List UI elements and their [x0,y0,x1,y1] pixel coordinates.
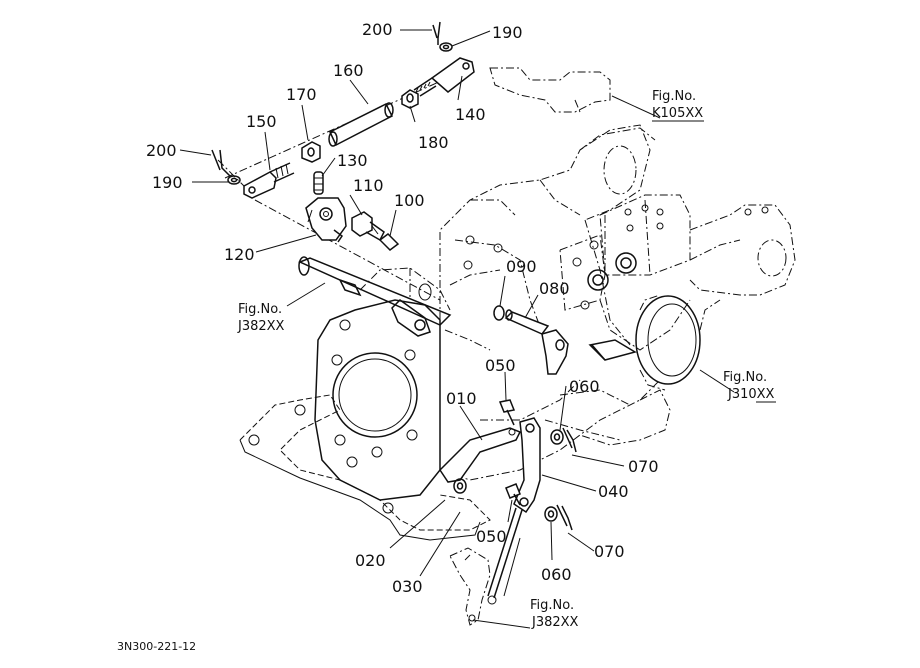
label-070-upper: 070 [628,457,659,476]
part-130-pin [313,171,324,195]
label-080: 080 [539,279,570,298]
label-060-lower: 060 [541,565,572,584]
fig-ref-k105: Fig.No. K105XX [652,89,704,122]
label-160: 160 [333,61,364,80]
part-080-shaft [504,309,569,375]
label-050-upper: 050 [485,356,516,375]
label-050-lower: 050 [476,527,507,546]
label-200-left: 200 [146,141,177,160]
lower-case [544,389,671,446]
part-030-rod [487,507,523,599]
label-170: 170 [286,85,317,104]
part-060-washer-upper [550,429,564,445]
label-100: 100 [394,191,425,210]
label-070-lower: 070 [594,542,625,561]
leader-lines [179,29,735,629]
bottom-arm-ghost [449,547,497,626]
fig-ref-j382-bottom-code: J382XX [531,615,579,630]
fig-ref-j310-code: J310XX [727,387,775,402]
fig-ref-k105-code: K105XX [652,106,703,121]
fig-ref-j382-left: Fig.No. J382XX [237,302,285,334]
part-050-pin-lower [505,483,521,506]
part-labels: 200 190 160 170 150 140 180 200 130 190 … [146,20,659,596]
valve-block [559,194,691,351]
transmission-housing [239,124,661,541]
label-010: 010 [446,389,477,408]
label-110: 110 [353,176,384,195]
part-090-o-ring [493,305,505,321]
part-140-rod-end [413,57,475,97]
part-190-washer-top [439,42,453,52]
label-140: 140 [455,105,486,124]
part-180-nut [401,89,419,109]
label-180: 180 [418,133,449,152]
label-200-top: 200 [362,20,393,39]
drawing-code: 3N300-221-12 [117,640,196,653]
fig-ref-j382-bottom: Fig.No. J382XX [530,598,579,630]
part-150-rod-end [243,162,295,199]
label-190-top: 190 [492,23,523,42]
label-150: 150 [246,112,277,131]
fig-ref-j382-bottom-title: Fig.No. [530,598,574,613]
label-190-left: 190 [152,173,183,192]
part-160-turnbuckle [328,102,394,147]
part-010-link [439,427,522,483]
part-070-split-pin-upper [562,427,577,453]
part-190-washer-left [227,175,241,185]
label-060-upper: 060 [569,377,600,396]
part-040-lever [513,417,541,514]
part-050-pin-upper [498,399,516,426]
part-110-bolt [351,211,385,242]
fig-ref-j382-left-title: Fig.No. [238,302,282,317]
part-200-split-pin-left [211,149,231,177]
upper-linkage-ghost [489,67,611,113]
part-020-washer [453,478,467,494]
fig-ref-j310-title: Fig.No. [723,370,767,385]
label-020: 020 [355,551,386,570]
label-120: 120 [224,245,255,264]
label-130: 130 [337,151,368,170]
label-090: 090 [506,257,537,276]
fig-ref-j382-left-code: J382XX [237,319,285,334]
part-070-split-pin-lower [556,504,573,531]
fig-ref-k105-title: Fig.No. [652,89,696,104]
part-120-lever [305,197,347,243]
part-060-washer-lower [544,506,558,522]
right-lift-arm-housing [689,204,796,296]
cross-shaft-assembly [298,256,452,337]
part-200-split-pin-top [432,21,441,45]
label-030: 030 [392,577,423,596]
part-100-spring-pin [378,233,400,251]
part-170-nut [301,141,321,163]
fig-ref-j310: Fig.No. J310XX [723,370,776,403]
side-flange [588,294,721,391]
label-040: 040 [598,482,629,501]
